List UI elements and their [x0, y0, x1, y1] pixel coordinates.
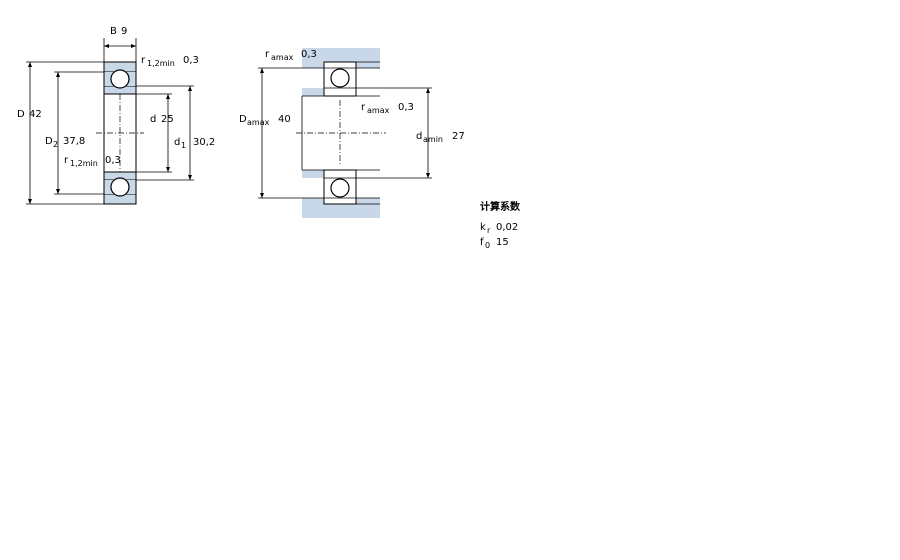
- dim-ra-mid: r amax 0,3: [361, 102, 414, 115]
- svg-text:D: D: [17, 109, 25, 120]
- left-bearing-section: [96, 61, 144, 205]
- dim-ra-top: r amax 0,3: [265, 49, 317, 62]
- r12-top-value: 0,3: [183, 55, 199, 66]
- svg-text:amin: amin: [423, 135, 443, 144]
- housing-top: [302, 48, 380, 68]
- calculation-factors: 计算系数 k r 0,02 f 0 15: [480, 200, 521, 250]
- dim-B-symbol: B: [110, 26, 117, 37]
- svg-text:r: r: [265, 49, 270, 60]
- svg-text:d: d: [150, 114, 156, 125]
- svg-text:r: r: [361, 102, 366, 113]
- svg-text:k: k: [480, 222, 486, 233]
- dim-da-value: 27: [452, 131, 465, 142]
- svg-text:1,2min: 1,2min: [70, 159, 98, 168]
- svg-text:d: d: [416, 131, 422, 142]
- svg-text:r: r: [141, 55, 146, 66]
- dim-B-value: 9: [121, 26, 127, 37]
- ball-bottom: [110, 177, 130, 197]
- dim-D2-value: 37,8: [63, 136, 85, 147]
- svg-text:r: r: [487, 226, 491, 235]
- dim-d-value: 25: [161, 114, 174, 125]
- factor-kr-value: 0,02: [496, 222, 518, 233]
- r12-bottom-value: 0,3: [105, 155, 121, 166]
- svg-text:amax: amax: [367, 106, 390, 115]
- dim-da: d amin 27: [356, 87, 465, 179]
- ball-top: [110, 69, 130, 89]
- svg-text:0: 0: [485, 241, 490, 250]
- dim-Da: D amax 40: [239, 67, 324, 199]
- svg-text:d: d: [174, 137, 180, 148]
- dim-D2: D 2 37,8: [45, 71, 104, 195]
- dim-D: D 42: [17, 61, 104, 205]
- right-mounting-section: [296, 48, 386, 218]
- svg-text:f: f: [480, 237, 484, 248]
- ra-mid-value: 0,3: [398, 102, 414, 113]
- dim-r12-top: r 1,2min 0,3: [141, 55, 199, 68]
- factor-f0-value: 15: [496, 237, 509, 248]
- housing-bottom: [302, 198, 380, 218]
- ra-top-value: 0,3: [301, 49, 317, 60]
- dim-Da-value: 40: [278, 114, 291, 125]
- svg-text:amax: amax: [271, 53, 294, 62]
- svg-text:r: r: [64, 155, 69, 166]
- dim-d1-value: 30,2: [193, 137, 215, 148]
- svg-text:D: D: [239, 114, 247, 125]
- dim-D-value: 42: [29, 109, 42, 120]
- svg-text:1: 1: [181, 141, 186, 150]
- svg-text:D: D: [45, 136, 53, 147]
- factors-title: 计算系数: [480, 200, 521, 213]
- svg-text:amax: amax: [247, 118, 270, 127]
- dim-d: d 25: [136, 93, 174, 173]
- dim-B: B 9: [103, 26, 137, 62]
- svg-text:1,2min: 1,2min: [147, 59, 175, 68]
- svg-text:2: 2: [53, 140, 58, 149]
- dim-d1: d 1 30,2: [136, 85, 215, 181]
- dim-r12-bottom: r 1,2min 0,3: [64, 155, 121, 168]
